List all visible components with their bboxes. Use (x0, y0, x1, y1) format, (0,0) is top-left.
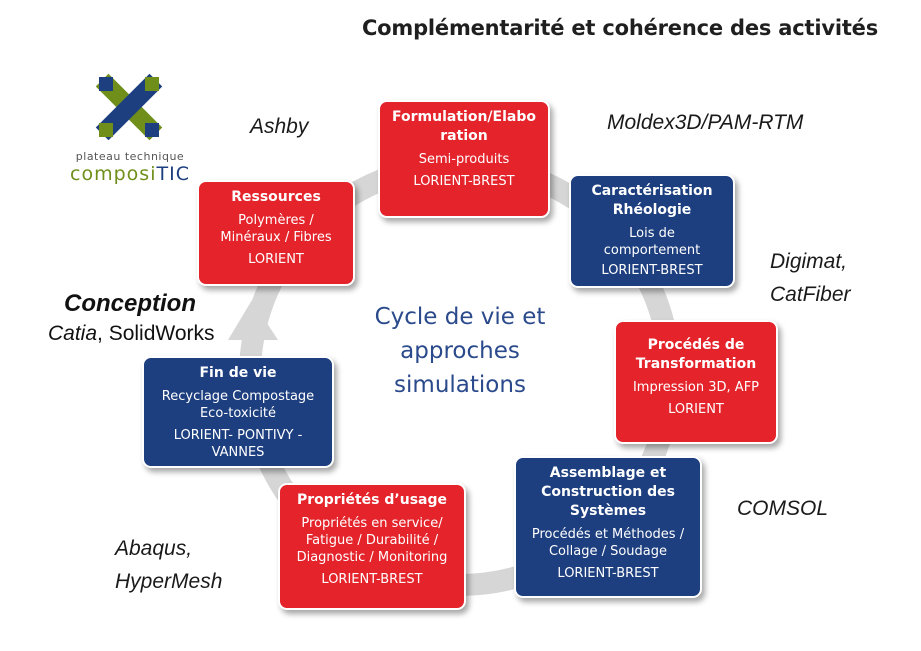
box-location: LORIENT-BREST (557, 566, 659, 581)
logo-text-line1: plateau technique (75, 150, 185, 163)
box-ressources: Ressources Polymères /Minéraux / Fibres … (197, 180, 355, 286)
box-subtitle: Procédés et Méthodes /Collage / Soudage (531, 527, 685, 559)
logo-text-line2: composiTIC (70, 163, 190, 185)
conception-tools: Catia, SolidWorks (48, 322, 215, 345)
cycle-arrowhead (228, 300, 278, 340)
box-proprietes: Propriétés d’usage Propriétés en service… (278, 483, 466, 610)
box-title: Ressources (231, 189, 321, 205)
conception-title: Conception (64, 290, 196, 317)
box-location: LORIENT-BREST (413, 174, 515, 189)
box-subtitle: Impression 3D, AFP (632, 380, 760, 395)
page-title: Complémentarité et cohérence des activit… (361, 16, 879, 40)
box-location: LORIENT-BREST (601, 263, 703, 278)
box-location: LORIENT (248, 252, 304, 267)
box-title: Propriétés d’usage (296, 492, 447, 508)
box-location: LORIENT-BREST (321, 572, 423, 587)
box-title: Fin de vie (199, 365, 277, 381)
tool-digimat: Digimat,CatFiber (770, 250, 851, 306)
box-subtitle: Polymères /Minéraux / Fibres (220, 213, 332, 245)
box-subtitle: Propriétés en service/Fatigue / Durabili… (296, 516, 448, 565)
box-location: LORIENT- PONTIVY -VANNES (173, 428, 303, 460)
compositic-logo (95, 73, 163, 141)
tool-moldex: Moldex3D/PAM-RTM (607, 111, 804, 134)
tool-abaqus: Abaqus,HyperMesh (115, 537, 223, 593)
tool-ashby: Ashby (250, 115, 309, 138)
box-location: LORIENT (668, 402, 724, 417)
box-subtitle: Semi-produits (418, 152, 510, 167)
tool-comsol: COMSOL (737, 497, 829, 520)
